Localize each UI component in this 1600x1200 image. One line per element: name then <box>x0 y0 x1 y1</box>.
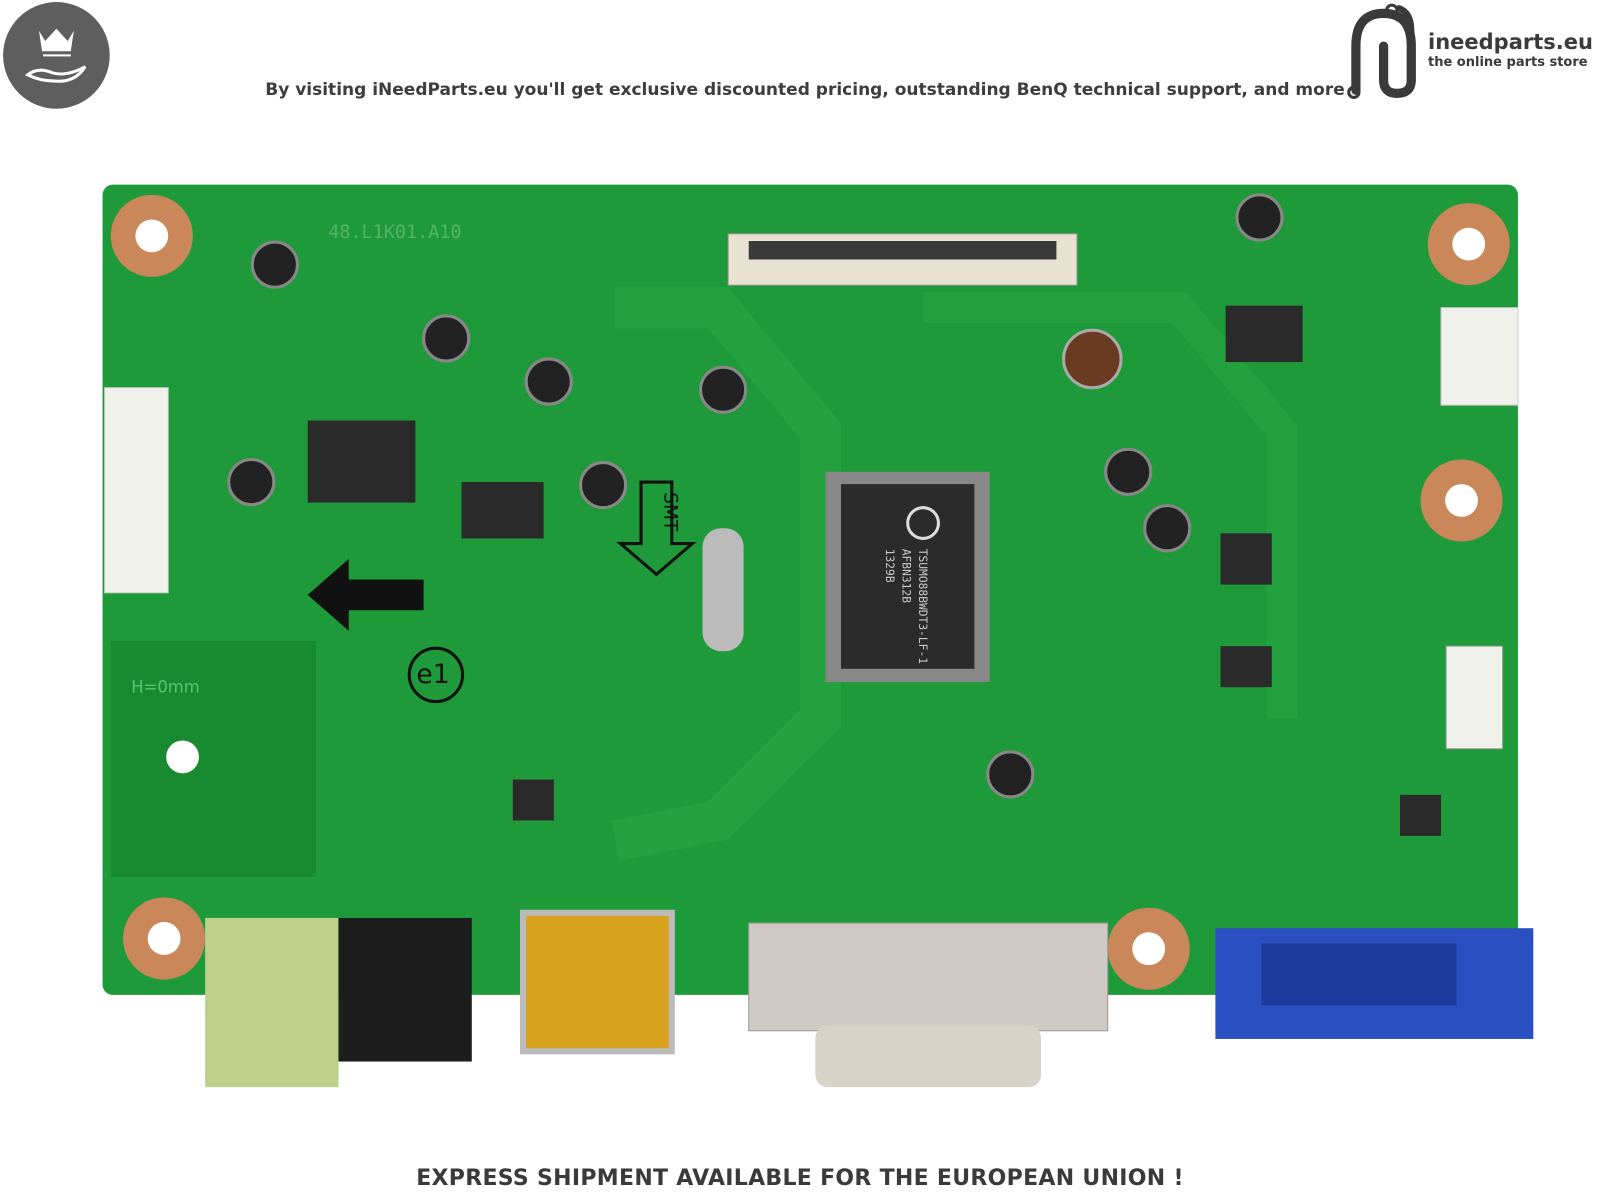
brand-slogan: the online parts store <box>1428 55 1588 70</box>
pcb-board <box>102 184 1534 1088</box>
circuit-n-logo-icon <box>1347 3 1416 99</box>
promo-tagline: By visiting iNeedParts.eu you'll get exc… <box>265 80 1345 100</box>
shipping-banner: EXPRESS SHIPMENT AVAILABLE FOR THE EUROP… <box>416 1166 1184 1191</box>
brand-name: ineedparts.eu <box>1428 30 1593 54</box>
crown-on-hand-icon <box>3 2 110 109</box>
main-chip <box>825 471 990 683</box>
chip-label: TSUMO88BWDT3-LF-1 <box>916 549 929 665</box>
smt-label: SMT <box>660 492 681 532</box>
chip-date: 1329B <box>883 549 896 583</box>
height-label: H=0mm <box>131 677 200 696</box>
board-part-number: 48.L1K01.A10 <box>328 222 461 243</box>
e1-mark: e1 <box>416 659 449 690</box>
chip-code: AFBN312B <box>900 549 913 603</box>
